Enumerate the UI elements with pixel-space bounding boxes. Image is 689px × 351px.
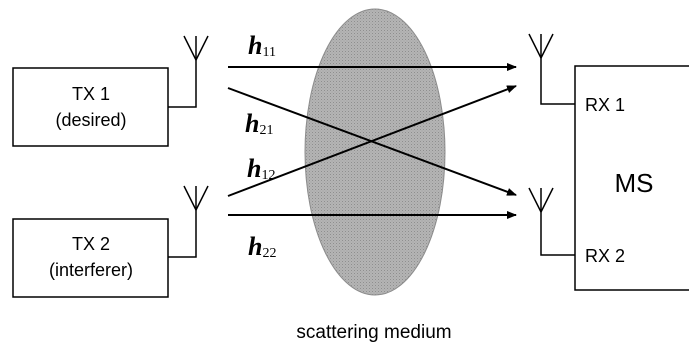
rx2-label: RX 2 <box>585 246 625 266</box>
scattering-medium <box>304 8 446 296</box>
channel-label-h11: h11 <box>248 31 276 60</box>
channel-label-h21: h21 <box>245 109 273 138</box>
rx2-antenna-icon <box>528 187 554 213</box>
rx2-feed <box>540 212 575 256</box>
tx2-feed <box>168 210 197 258</box>
tx2-box <box>12 218 169 298</box>
tx2-subtitle: (interferer) <box>49 260 133 280</box>
tx1-subtitle: (desired) <box>55 110 126 130</box>
rx1-feed <box>540 58 575 105</box>
tx1-feed <box>168 60 197 108</box>
channel-label-h22: h22 <box>248 232 276 261</box>
tx1-title: TX 1 <box>72 84 110 104</box>
ms-label: MS <box>615 168 654 198</box>
tx1-antenna-icon <box>183 35 209 61</box>
channel-arrow-h12 <box>227 85 517 197</box>
rx1-label: RX 1 <box>585 95 625 115</box>
tx1-box <box>12 67 169 147</box>
rx1-antenna-icon <box>528 33 554 59</box>
channel-label-h12: h12 <box>247 154 275 183</box>
tx2-title: TX 2 <box>72 234 110 254</box>
tx2-block: TX 2 (interferer) <box>12 185 209 298</box>
ms-box <box>574 65 689 291</box>
tx1-block: TX 1 (desired) <box>12 35 209 147</box>
medium-caption: scattering medium <box>296 322 451 343</box>
ms-block: MS RX 1 RX 2 <box>528 33 689 291</box>
tx2-antenna-icon <box>183 185 209 211</box>
